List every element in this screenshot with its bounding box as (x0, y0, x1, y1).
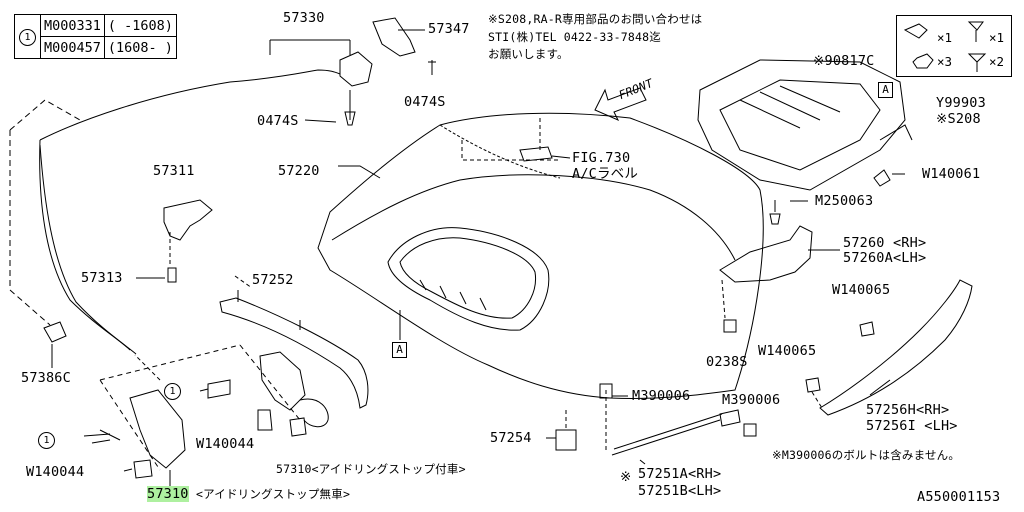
label-57310-highlight: 57310 (147, 486, 189, 502)
label-57311: 57311 (153, 163, 195, 179)
bracket-57260 (720, 200, 812, 332)
label-57256H: 57256H<RH> (866, 402, 950, 418)
note-M390006-bolt: ※M390006のボルトは含みません。 (772, 448, 961, 462)
ref-marker-1-upper: 1 (164, 383, 181, 400)
legend-marker-cell: 1 (14, 14, 41, 59)
latch-57330 (340, 52, 372, 125)
label-W140065-lower: W140065 (758, 343, 817, 359)
hinge-57310 (84, 345, 328, 490)
strut-57251 (600, 384, 756, 455)
bolt-icon (967, 53, 987, 72)
ref-marker-A-cover: A (878, 82, 893, 98)
label-57220: 57220 (278, 163, 320, 179)
legend-circle-marker: 1 (19, 28, 36, 46)
label-0238S: 0238S (706, 354, 748, 370)
legend-part-cell: M000331 (40, 14, 105, 37)
clip-icon (903, 23, 928, 39)
undercover-90817C (698, 60, 912, 190)
label-57254: 57254 (490, 430, 532, 446)
label-57347: 57347 (428, 21, 470, 37)
label-ac-label: A/Cラベル (572, 166, 639, 182)
hardware-kit-box: ×1 ×1 ×3 ×2 (896, 15, 1012, 77)
legend-part-cell: M000457 (40, 36, 105, 59)
front-arrow-icon (595, 88, 646, 120)
kit-hardware-icons (903, 21, 987, 72)
label-W140044-left: W140044 (26, 464, 85, 480)
leader-lines (92, 30, 905, 471)
sti-note-line2: STI(株)TEL 0422-33-7848迄 (488, 30, 661, 44)
legend-range-cell: (1608- ) (103, 36, 177, 59)
label-M390006-left: M390006 (632, 388, 691, 404)
clip-57386C (44, 322, 66, 368)
label-57386C: 57386C (21, 370, 71, 386)
screw-icon (967, 21, 984, 42)
bracket-57347 (373, 18, 436, 75)
hood-57220 (318, 113, 763, 398)
label-57310-without-idle-stop: <アイドリングストップ無車> (196, 487, 351, 501)
label-0474S-left: 0474S (257, 113, 299, 129)
label-57252: 57252 (252, 272, 294, 288)
label-asterisk: ※ (620, 469, 632, 485)
label-W140061: W140061 (922, 166, 981, 182)
label-57313: 57313 (81, 270, 123, 286)
kit-count: ×2 (989, 54, 1005, 69)
kit-part-label: Y99903 (936, 95, 986, 111)
kit-count: ×1 (937, 30, 953, 45)
diagram-code: A550001153 (917, 489, 1001, 505)
seal-57252 (220, 276, 368, 408)
label-57310-with-idle-stop: 57310<アイドリングストップ付車> (276, 462, 466, 476)
label-57260A: 57260A<LH> (843, 250, 927, 266)
bumper-57254 (556, 410, 576, 450)
kit-count: ×1 (989, 30, 1005, 45)
label-57260: 57260 <RH> (843, 235, 927, 251)
label-W140044-right: W140044 (196, 436, 255, 452)
bracket-57311 (164, 200, 212, 282)
sti-note-line1: ※S208,RA-R専用部品のお問い合わせは (488, 12, 703, 26)
hood-release-cable (10, 40, 350, 380)
kit-model-label: ※S208 (936, 111, 981, 127)
nut-icon (912, 53, 934, 69)
label-0474S-right: 0474S (404, 94, 446, 110)
label-W140065-upper: W140065 (832, 282, 891, 298)
stay-57256 (806, 280, 972, 415)
label-M390006-right: M390006 (722, 392, 781, 408)
ref-marker-A-hood: A (392, 342, 407, 358)
label-57330: 57330 (283, 10, 325, 26)
label-57251B: 57251B<LH> (638, 483, 722, 499)
label-57251A: 57251A<RH> (638, 466, 722, 482)
sti-note-line3: お願いします。 (488, 47, 569, 61)
label-90817C: ※90817C (813, 53, 875, 69)
kit-count: ×3 (937, 54, 953, 69)
label-M250063: M250063 (815, 193, 874, 209)
legend-range-cell: ( -1608) (103, 14, 177, 37)
label-57310-code: 57310 (147, 486, 189, 502)
label-fig730: FIG.730 (572, 150, 631, 166)
ref-marker-1-lower: 1 (38, 432, 55, 449)
label-57256I: 57256I <LH> (866, 418, 958, 434)
legend-table: 1 M000331 ( -1608) M000457 (1608- ) (14, 14, 177, 59)
